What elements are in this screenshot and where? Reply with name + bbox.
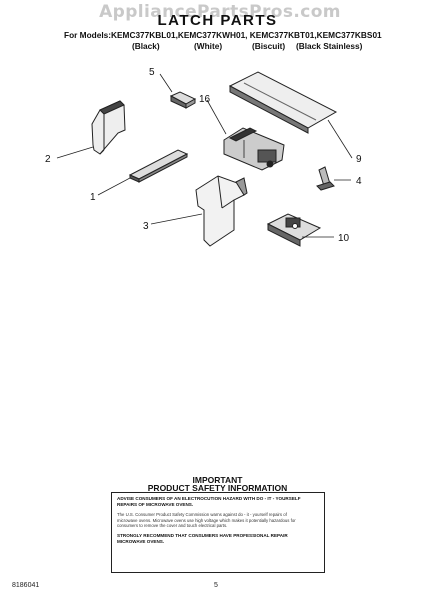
models-line: For Models:KEMC377KBL01,KEMC377KWH01, KE… <box>64 30 382 40</box>
part-16-latch-assembly <box>223 127 285 171</box>
page-title: LATCH PARTS <box>157 12 278 29</box>
part-5-block <box>169 91 197 109</box>
color-black: (Black) <box>132 41 160 51</box>
part-1-strip <box>128 149 189 183</box>
safety-heading-important: IMPORTANT <box>192 475 243 485</box>
part-4-clip <box>316 166 335 191</box>
safety-advise-line1: ADVISE CONSUMERS OF AN ELECTROCUTION HAZ… <box>117 496 301 501</box>
color-black-stainless: (Black Stainless) <box>296 41 363 51</box>
watermark: AppliancePartsPros.com <box>99 2 341 22</box>
callout-1: 1 <box>90 192 96 203</box>
color-biscuit: (Biscuit) <box>252 41 286 51</box>
callout-3: 3 <box>143 221 149 232</box>
callout-5: 5 <box>149 67 155 78</box>
callout-2: 2 <box>45 154 51 165</box>
safety-heading-product: PRODUCT SAFETY INFORMATION <box>147 483 288 493</box>
exploded-parts-diagram: 5 16 2 1 3 9 4 10 <box>45 67 362 247</box>
safety-recommend-line1: STRONGLY RECOMMEND THAT CONSUMERS HAVE P… <box>117 533 288 539</box>
part-3-bent-bracket <box>195 175 248 247</box>
leader-lines <box>56 73 353 238</box>
page-number: 5 <box>214 582 218 589</box>
safety-recommend-line2: MICROWAVE OVENS. <box>117 539 165 544</box>
part-2-bracket <box>91 100 126 155</box>
safety-advise-line2: REPAIRS OF MICROWAVE OVENS. <box>117 501 194 507</box>
part-10-switch <box>266 213 322 247</box>
safety-cpsc-line1: The U.S. Consumer Product Safety Commiss… <box>117 512 287 518</box>
color-white: (White) <box>194 41 223 51</box>
safety-info-box: ADVISE CONSUMERS OF AN ELECTROCUTION HAZ… <box>111 492 325 573</box>
callout-10: 10 <box>338 233 350 244</box>
safety-cpsc-line2: microwave ovens. Microwave ovens use hig… <box>117 517 296 523</box>
document-number: 8186041 <box>12 582 40 589</box>
callout-16: 16 <box>199 94 211 105</box>
callout-4: 4 <box>356 176 362 187</box>
part-9-long-bracket <box>228 71 338 134</box>
callout-9: 9 <box>356 154 362 165</box>
safety-cpsc-line3: consumers to remove the cover and touch … <box>117 523 228 528</box>
